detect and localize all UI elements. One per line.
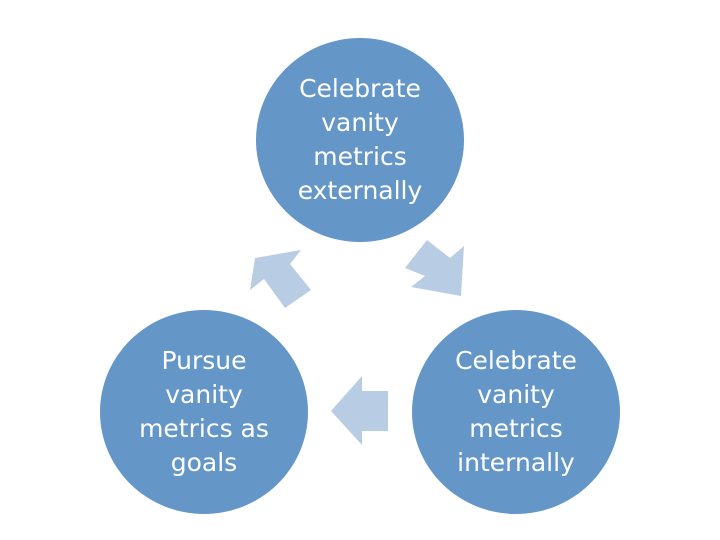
node-label: Celebrate vanity metrics internally — [455, 346, 577, 477]
arrow-top-to-right — [405, 240, 464, 296]
arrow-right-to-left — [331, 376, 388, 445]
arrow-left-to-top — [250, 250, 311, 308]
node-celebrate-externally: Celebrate vanity metrics externally — [256, 38, 464, 242]
node-pursue-as-goals: Pursue vanity metrics as goals — [100, 310, 308, 514]
node-label: Celebrate vanity metrics externally — [297, 74, 423, 205]
node-label: Pursue vanity metrics as goals — [139, 346, 269, 477]
node-celebrate-internally: Celebrate vanity metrics internally — [412, 310, 620, 514]
